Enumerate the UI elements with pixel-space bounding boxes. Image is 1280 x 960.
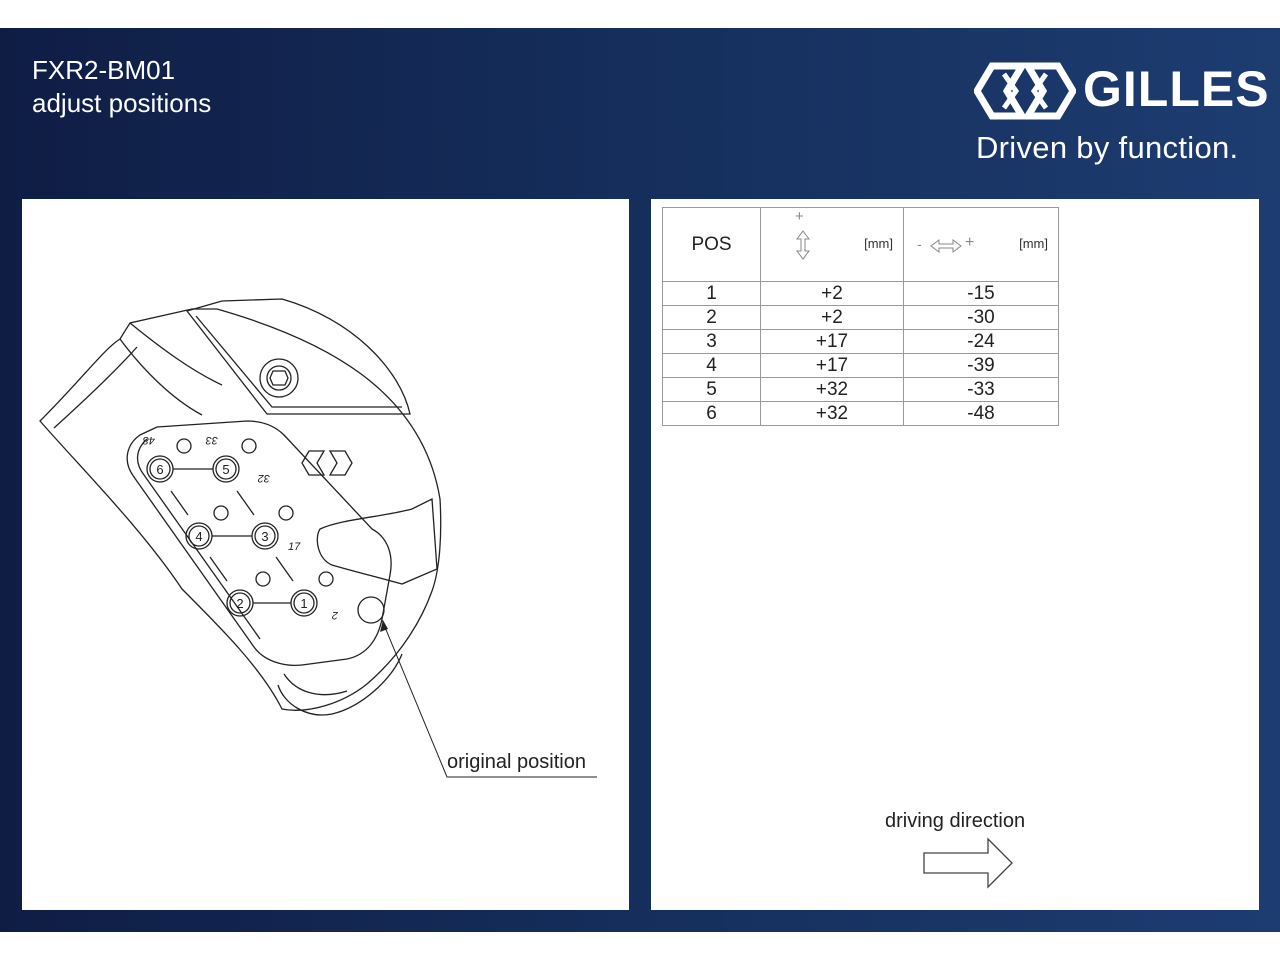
vertical-cell: +2 bbox=[760, 281, 904, 306]
hole-label: 1 bbox=[300, 596, 307, 611]
adjusting-plate bbox=[126, 420, 392, 667]
driving-direction-label: driving direction bbox=[885, 810, 1026, 832]
bracket-body bbox=[39, 308, 442, 711]
edge-number: 33 bbox=[205, 434, 218, 446]
table-row: 5 +32 -33 bbox=[662, 377, 1059, 402]
horizontal-cell: -39 bbox=[903, 353, 1059, 378]
plus-label: + bbox=[795, 208, 804, 225]
horizontal-header: - + [mm] bbox=[903, 207, 1059, 282]
vertical-cell: +2 bbox=[760, 305, 904, 330]
heel-guard bbox=[185, 298, 411, 415]
horizontal-cell: -33 bbox=[903, 377, 1059, 402]
gilles-logo-icon bbox=[974, 62, 1076, 120]
pos-cell: 2 bbox=[662, 305, 761, 330]
table-row: 3 +17 -24 bbox=[662, 329, 1059, 354]
footrest-drawing: 6 5 4 3 2 1 48 33 32 17 2 bbox=[39, 298, 597, 778]
horizontal-cell: -48 bbox=[903, 401, 1059, 426]
vertical-cell: +32 bbox=[760, 377, 904, 402]
product-code: FXR2-BM01 bbox=[32, 55, 176, 85]
vertical-header: + [mm] bbox=[760, 207, 904, 282]
table-row: 4 +17 -39 bbox=[662, 353, 1059, 378]
horizontal-cell: -30 bbox=[903, 305, 1059, 330]
table-panel: POS + [mm] - + [mm] 1 +2 -15 2 bbox=[651, 199, 1259, 910]
edge-number: 17 bbox=[288, 541, 301, 553]
position-table: POS + [mm] - + [mm] 1 +2 -15 2 bbox=[662, 207, 1059, 426]
pos-cell: 1 bbox=[662, 281, 761, 306]
table-row: 1 +2 -15 bbox=[662, 281, 1059, 306]
edge-number: 32 bbox=[258, 472, 270, 484]
vertical-double-arrow-icon bbox=[796, 230, 810, 260]
edge-number: 2 bbox=[332, 609, 339, 621]
hole-label: 4 bbox=[195, 529, 202, 544]
table-row: 2 +2 -30 bbox=[662, 305, 1059, 330]
edge-number: 48 bbox=[142, 434, 155, 446]
pos-cell: 6 bbox=[662, 401, 761, 426]
table-header-row: POS + [mm] - + [mm] bbox=[662, 207, 1059, 282]
original-position-label: original position bbox=[447, 751, 586, 773]
drawing-panel: 6 5 4 3 2 1 48 33 32 17 2 original posit… bbox=[22, 199, 629, 910]
callout-line bbox=[381, 619, 597, 778]
vertical-unit: [mm] bbox=[864, 236, 893, 251]
vertical-cell: +17 bbox=[760, 329, 904, 354]
original-position-hole bbox=[357, 596, 385, 624]
tagline: Driven by function. bbox=[976, 130, 1239, 165]
minus-label: - bbox=[917, 236, 922, 252]
table-row: 6 +32 -48 bbox=[662, 401, 1059, 426]
hole-label: 6 bbox=[156, 462, 163, 477]
hole-label: 2 bbox=[236, 596, 243, 611]
horizontal-unit: [mm] bbox=[1019, 236, 1048, 251]
page-title: FXR2-BM01 adjust positions bbox=[32, 54, 211, 120]
pos-header: POS bbox=[662, 207, 761, 282]
right-arrow-icon bbox=[923, 837, 1013, 889]
gilles-mark-icon bbox=[301, 450, 353, 476]
vertical-cell: +17 bbox=[760, 353, 904, 378]
plus-label: + bbox=[965, 234, 975, 251]
vertical-cell: +32 bbox=[760, 401, 904, 426]
pos-cell: 5 bbox=[662, 377, 761, 402]
pos-cell: 3 bbox=[662, 329, 761, 354]
hole-label: 3 bbox=[261, 529, 268, 544]
pos-cell: 4 bbox=[662, 353, 761, 378]
page-subtitle: adjust positions bbox=[32, 88, 212, 118]
horizontal-cell: -15 bbox=[903, 281, 1059, 306]
horizontal-double-arrow-icon bbox=[930, 239, 962, 253]
callout-arrowhead bbox=[380, 620, 388, 632]
hole-label: 5 bbox=[222, 462, 229, 477]
horizontal-cell: -24 bbox=[903, 329, 1059, 354]
screw-icon bbox=[259, 358, 299, 398]
position-holes bbox=[146, 438, 385, 624]
brand-name: GILLES bbox=[1083, 61, 1270, 117]
